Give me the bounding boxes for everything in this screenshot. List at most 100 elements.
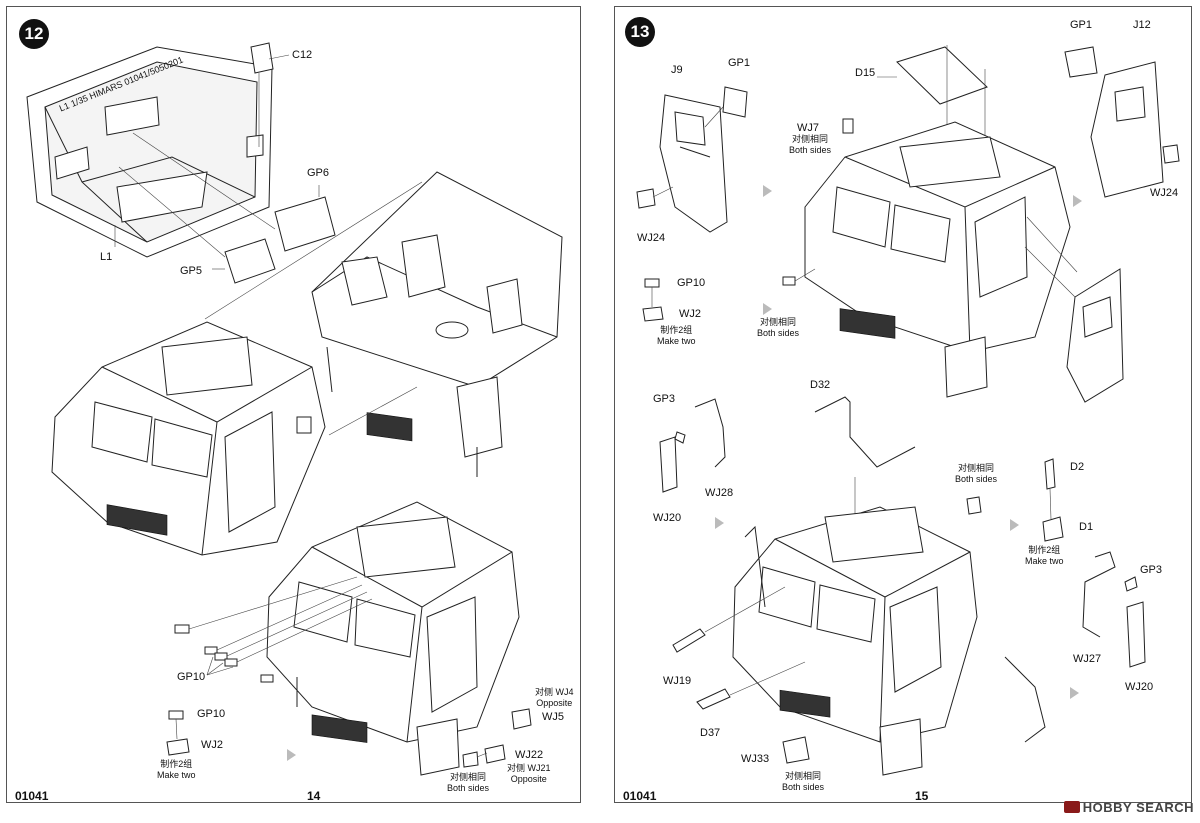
flow-arrow-5	[1010, 519, 1019, 531]
label-gp3-a: GP3	[653, 393, 676, 405]
part-gp5	[224, 238, 276, 284]
cab-assembly-top	[804, 118, 1071, 398]
label-d15: D15	[855, 67, 876, 79]
part-wj33	[782, 736, 810, 764]
part-d1	[1042, 516, 1064, 542]
note-wj4-cn: 对侧 WJ4	[535, 687, 574, 697]
note-wj4-en: Opposite	[536, 698, 573, 708]
label-wj27: WJ27	[1073, 653, 1102, 665]
label-gp6: GP6	[307, 167, 330, 179]
door-panel-j9	[659, 94, 728, 233]
label-j12: J12	[1133, 19, 1151, 31]
note-both-sides-en: Both sides	[447, 783, 490, 793]
flow-arrow-1	[763, 185, 772, 197]
note-d2-en: Both sides	[955, 474, 998, 484]
label-wj19: WJ19	[663, 675, 692, 687]
label-d1: D1	[1079, 521, 1094, 533]
note-mid-cn: 对侧相同	[760, 317, 797, 327]
label-wj7: WJ7	[797, 122, 819, 134]
note-both-sides-cn: 对侧相同	[450, 772, 487, 782]
label-wj24-b: WJ24	[1150, 187, 1179, 199]
page-number: 14	[307, 789, 321, 803]
part-wj24-left	[636, 188, 656, 209]
note-make-two-cn: 制作2组	[660, 325, 693, 335]
chassis-with-seats	[311, 171, 563, 477]
label-gp10: GP10	[677, 277, 706, 289]
label-wj28: WJ28	[705, 487, 734, 499]
note-mid-en: Both sides	[757, 328, 800, 338]
instruction-page-15: 13	[614, 6, 1192, 803]
flow-arrow-4	[715, 517, 724, 529]
flow-arrow-2	[763, 303, 772, 315]
note-make-two: 制作2组 Make two	[157, 759, 196, 781]
label-j9: J9	[671, 64, 683, 76]
note-wj7-both-sides: 对侧相同 Both sides	[789, 134, 831, 156]
kit-code: 01041	[623, 789, 657, 803]
note-wj33-en: Both sides	[782, 782, 825, 792]
label-gp10-b: GP10	[197, 708, 226, 720]
part-wj5	[511, 708, 532, 730]
label-wj2: WJ2	[679, 308, 701, 320]
mirror-assembly-left	[659, 398, 726, 493]
note-make-two-cn: 制作2组	[160, 759, 193, 769]
flow-arrow	[287, 749, 296, 761]
label-gp10-a: GP10	[177, 671, 206, 683]
part-d37	[696, 688, 731, 710]
label-gp3-b: GP3	[1140, 564, 1163, 576]
flow-arrow-6	[1070, 687, 1079, 699]
label-wj22: WJ22	[515, 749, 544, 761]
note-both-sides: 对侧相同 Both sides	[447, 772, 489, 794]
part-wj22	[484, 744, 506, 764]
part-gp1-left	[722, 86, 748, 118]
part-small-center	[966, 496, 982, 515]
note-d1-cn: 制作2组	[1028, 545, 1061, 555]
note-d1-en: Make two	[1025, 556, 1064, 566]
instruction-page-14: 12	[6, 6, 581, 803]
kit-code: 01041	[15, 789, 49, 803]
label-d37: D37	[700, 727, 721, 739]
gp10-wj2-right	[642, 278, 664, 322]
note-make-two: 制作2组 Make two	[657, 325, 696, 347]
note-wj7-en: Both sides	[789, 145, 832, 155]
part-c12	[250, 42, 274, 74]
note-d1-make-two: 制作2组 Make two	[1025, 545, 1064, 567]
part-d15	[896, 46, 988, 105]
label-wj2: WJ2	[201, 739, 223, 751]
note-wj33-both-sides: 对侧相同 Both sides	[782, 771, 824, 793]
cab-interior-part-l1	[26, 46, 273, 258]
part-gp6	[274, 196, 336, 252]
hobby-search-logo-icon	[1063, 801, 1080, 813]
label-l1: L1	[100, 251, 113, 263]
note-wj33-cn: 对侧相同	[785, 771, 822, 781]
note-wj21-cn: 对侧 WJ21	[507, 763, 551, 773]
watermark-text: HOBBY SEARCH	[1082, 800, 1194, 815]
part-gp1-right	[1064, 46, 1098, 78]
gp10-parts	[174, 624, 274, 683]
part-wj24-right	[1162, 144, 1180, 164]
step-number-13: 13	[625, 17, 655, 47]
flow-arrow-3	[1073, 195, 1082, 207]
label-wj5: WJ5	[542, 711, 564, 723]
step-13-drawing	[636, 45, 1180, 776]
label-d32: D32	[810, 379, 831, 391]
cab-on-chassis-assembly	[266, 501, 520, 776]
part-small-both-sides	[782, 276, 796, 286]
part-d2	[1044, 458, 1056, 490]
label-gp5: GP5	[180, 265, 203, 277]
label-wj33: WJ33	[741, 753, 770, 765]
cab-assembly-lower	[732, 506, 1046, 776]
note-d2-cn: 对侧相同	[958, 463, 995, 473]
mirror-assembly-right	[1082, 551, 1146, 668]
part-d32	[814, 396, 916, 468]
note-mid-both-sides: 对侧相同 Both sides	[757, 317, 799, 339]
label-wj20-a: WJ20	[653, 512, 682, 524]
door-panel-right-fitted	[1066, 268, 1124, 403]
armored-cab-assembly	[51, 321, 326, 556]
note-wj4-opposite: 对侧 WJ4 Opposite	[535, 687, 574, 709]
note-wj21-opposite: 对侧 WJ21 Opposite	[507, 763, 551, 785]
step-number-12: 12	[19, 19, 49, 49]
gp10-wj2-subassembly	[166, 710, 190, 756]
note-wj21-en: Opposite	[510, 774, 547, 784]
step-12-drawing	[26, 42, 563, 776]
page-number: 15	[915, 789, 929, 803]
